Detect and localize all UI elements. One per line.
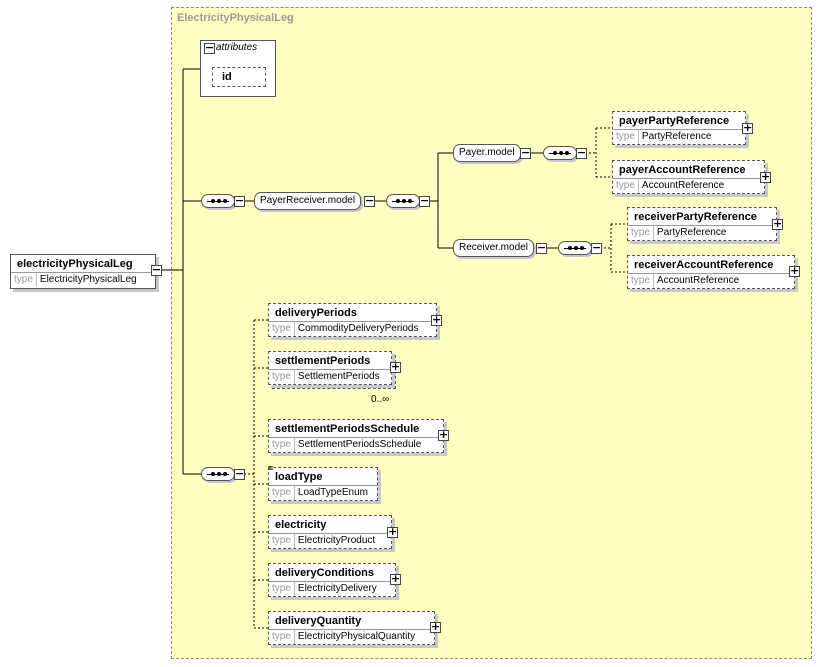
element-delivery-quantity[interactable]: deliveryQuantity type ElectricityPhysica… — [268, 611, 435, 645]
expand-icon[interactable]: + — [772, 217, 783, 230]
type-key: type — [269, 486, 295, 500]
attributes-label: attributes — [216, 42, 258, 53]
collapse-icon[interactable]: − — [520, 146, 531, 159]
group-payer-model[interactable]: Payer.model — [453, 144, 521, 162]
type-key: type — [269, 438, 295, 452]
expand-icon[interactable]: + — [438, 428, 449, 441]
element-delivery-conditions[interactable]: deliveryConditions type ElectricityDeliv… — [268, 563, 396, 597]
element-settlement-periods-schedule[interactable]: settlementPeriodsSchedule type Settlemen… — [268, 419, 444, 453]
collapse-icon[interactable]: − — [576, 146, 587, 159]
type-value: AccountReference — [656, 275, 740, 286]
type-value: SettlementPeriods — [297, 371, 380, 382]
element-name: receiverAccountReference — [634, 259, 774, 271]
type-key: type — [269, 630, 295, 644]
type-row: type PartyReference — [628, 225, 776, 240]
expand-icon[interactable]: + — [390, 360, 401, 373]
type-key: type — [269, 322, 295, 336]
type-value: PartyReference — [656, 227, 727, 238]
collapse-icon[interactable]: − — [151, 263, 162, 276]
collapse-icon[interactable]: − — [591, 241, 602, 254]
element-name: deliveryPeriods — [275, 307, 357, 319]
type-value: PartyReference — [641, 131, 712, 142]
collapse-icon[interactable]: − — [234, 194, 245, 207]
element-name: loadType — [275, 471, 323, 483]
type-value: CommodityDeliveryPeriods — [297, 323, 419, 334]
element-receiver-party-reference[interactable]: receiverPartyReference type PartyReferen… — [627, 207, 777, 241]
expand-icon[interactable]: + — [390, 572, 401, 585]
type-row: type ElectricityPhysicalQuantity — [269, 629, 434, 644]
element-name: payerPartyReference — [619, 115, 730, 127]
root-element-node[interactable]: electricityPhysicalLeg type ElectricityP… — [10, 254, 156, 289]
expand-icon[interactable]: + — [742, 121, 753, 134]
type-value: SettlementPeriodsSchedule — [297, 439, 422, 450]
type-row: type SettlementPeriods — [269, 369, 391, 384]
type-row: type ElectricityProduct — [269, 533, 391, 548]
element-delivery-periods[interactable]: deliveryPeriods type CommodityDeliveryPe… — [268, 303, 437, 337]
sequence-compositor — [386, 194, 420, 208]
attribute-id[interactable]: id — [212, 67, 266, 87]
collapse-icon[interactable]: − — [536, 241, 547, 254]
sequence-compositor — [201, 194, 235, 208]
element-settlement-periods[interactable]: settlementPeriods type SettlementPeriods — [268, 351, 392, 385]
type-row: type AccountReference — [613, 178, 764, 193]
element-name: electricity — [275, 519, 327, 531]
type-value: ElectricityProduct — [297, 535, 376, 546]
type-row: type CommodityDeliveryPeriods — [269, 321, 436, 336]
occurrence-label: 0..∞ — [371, 394, 390, 405]
type-key: type — [269, 534, 295, 548]
type-value: LoadTypeEnum — [297, 487, 368, 498]
collapse-icon[interactable]: − — [204, 41, 215, 54]
frame-title: ElectricityPhysicalLeg — [177, 12, 294, 24]
element-name: settlementPeriods — [275, 355, 371, 367]
element-name: payerAccountReference — [619, 164, 746, 176]
type-key: type — [613, 179, 639, 193]
expand-icon[interactable]: + — [430, 620, 441, 633]
expand-icon[interactable]: + — [387, 525, 398, 538]
root-type-row: type ElectricityPhysicalLeg — [11, 272, 155, 287]
type-row: type ElectricityDelivery — [269, 581, 395, 596]
type-key: type — [269, 370, 295, 384]
group-payer-receiver-model[interactable]: PayerReceiver.model — [254, 192, 362, 210]
element-name: deliveryQuantity — [275, 615, 362, 627]
list-icon: ≡ — [268, 463, 274, 473]
type-row: type LoadTypeEnum — [269, 485, 377, 500]
type-key: type — [628, 274, 654, 288]
element-payer-account-reference[interactable]: payerAccountReference type AccountRefere… — [612, 160, 765, 194]
expand-icon[interactable]: + — [760, 170, 771, 183]
type-key: type — [613, 130, 639, 144]
collapse-icon[interactable]: − — [364, 194, 375, 207]
element-receiver-account-reference[interactable]: receiverAccountReference type AccountRef… — [627, 255, 795, 289]
root-element-name: electricityPhysicalLeg — [17, 258, 133, 270]
element-name: receiverPartyReference — [634, 211, 757, 223]
element-load-type[interactable]: loadType type LoadTypeEnum — [268, 467, 378, 501]
element-electricity[interactable]: electricity type ElectricityProduct — [268, 515, 392, 549]
type-key: type — [269, 582, 295, 596]
type-value: ElectricityDelivery — [297, 583, 377, 594]
type-row: type SettlementPeriodsSchedule — [269, 437, 443, 452]
type-row: type AccountReference — [628, 273, 794, 288]
collapse-icon[interactable]: − — [419, 194, 430, 207]
type-key: type — [11, 273, 37, 287]
type-value: ElectricityPhysicalQuantity — [297, 631, 416, 642]
type-row: type PartyReference — [613, 129, 745, 144]
element-payer-party-reference[interactable]: payerPartyReference type PartyReference — [612, 111, 746, 145]
root-type-value: ElectricityPhysicalLeg — [39, 274, 137, 285]
element-name: deliveryConditions — [275, 567, 375, 579]
collapse-icon[interactable]: − — [234, 467, 245, 480]
expand-icon[interactable]: + — [789, 264, 800, 277]
sequence-compositor — [543, 146, 577, 160]
type-value: AccountReference — [641, 180, 725, 191]
group-receiver-model[interactable]: Receiver.model — [453, 239, 534, 257]
sequence-compositor — [201, 467, 235, 481]
type-key: type — [628, 226, 654, 240]
sequence-compositor — [558, 241, 592, 255]
element-name: settlementPeriodsSchedule — [275, 423, 420, 435]
expand-icon[interactable]: + — [431, 313, 442, 326]
